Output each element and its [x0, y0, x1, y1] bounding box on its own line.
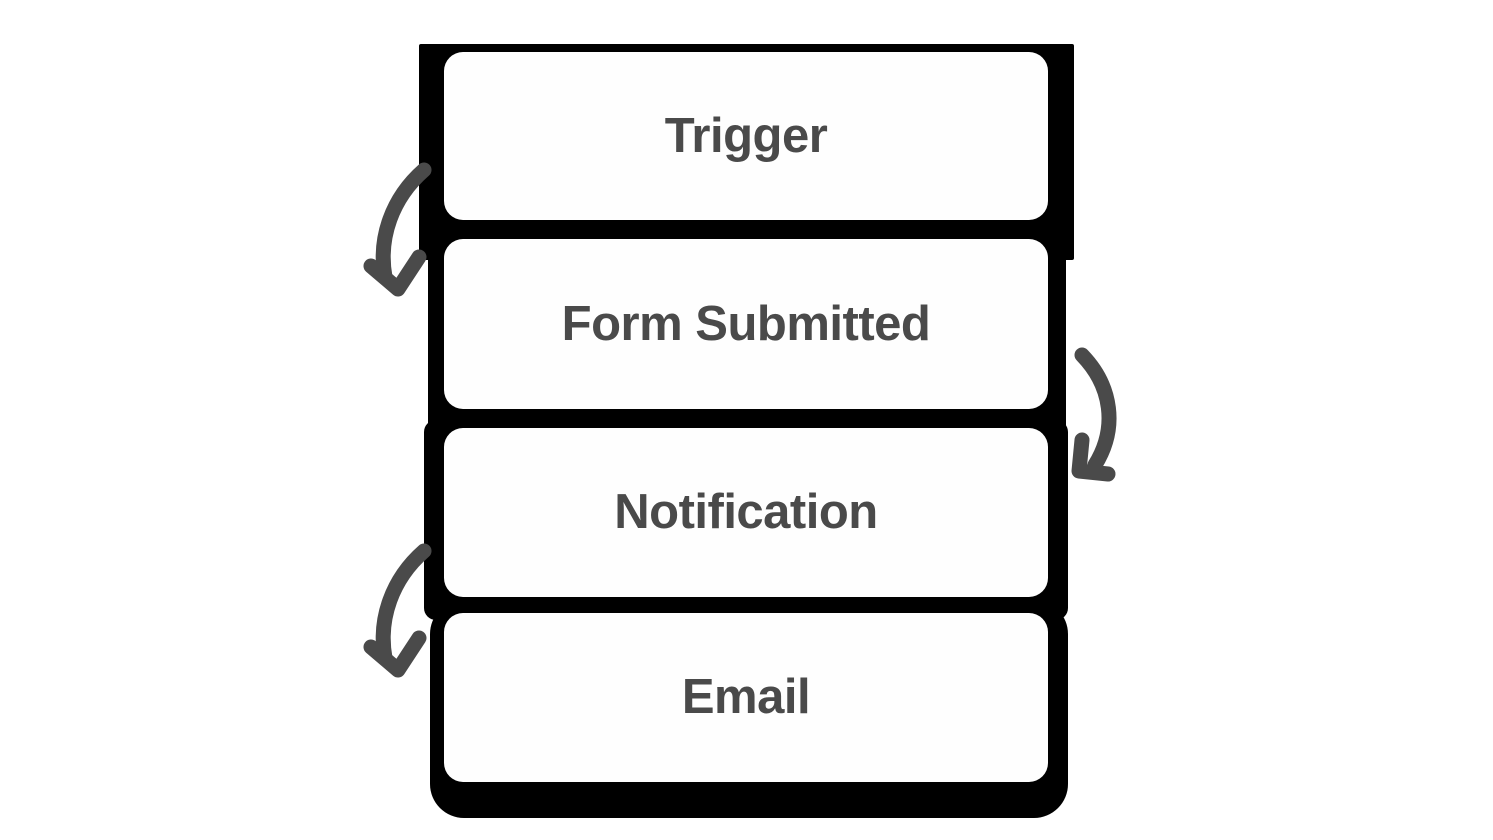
- node-label-form-submitted: Form Submitted: [561, 296, 931, 351]
- node-card-notification[interactable]: Notification: [444, 428, 1048, 597]
- node-card-trigger[interactable]: Trigger: [444, 52, 1048, 220]
- node-label-trigger: Trigger: [664, 108, 828, 163]
- node-label-notification: Notification: [614, 485, 878, 539]
- arrow-form-to-notification-icon: [1071, 347, 1117, 482]
- node-card-email[interactable]: Email: [444, 613, 1048, 782]
- arrow-notification-to-email-icon: [363, 543, 432, 678]
- arrow-trigger-to-form-icon: [363, 162, 432, 297]
- node-label-email: Email: [681, 670, 811, 724]
- node-card-form-submitted[interactable]: Form Submitted: [444, 239, 1048, 409]
